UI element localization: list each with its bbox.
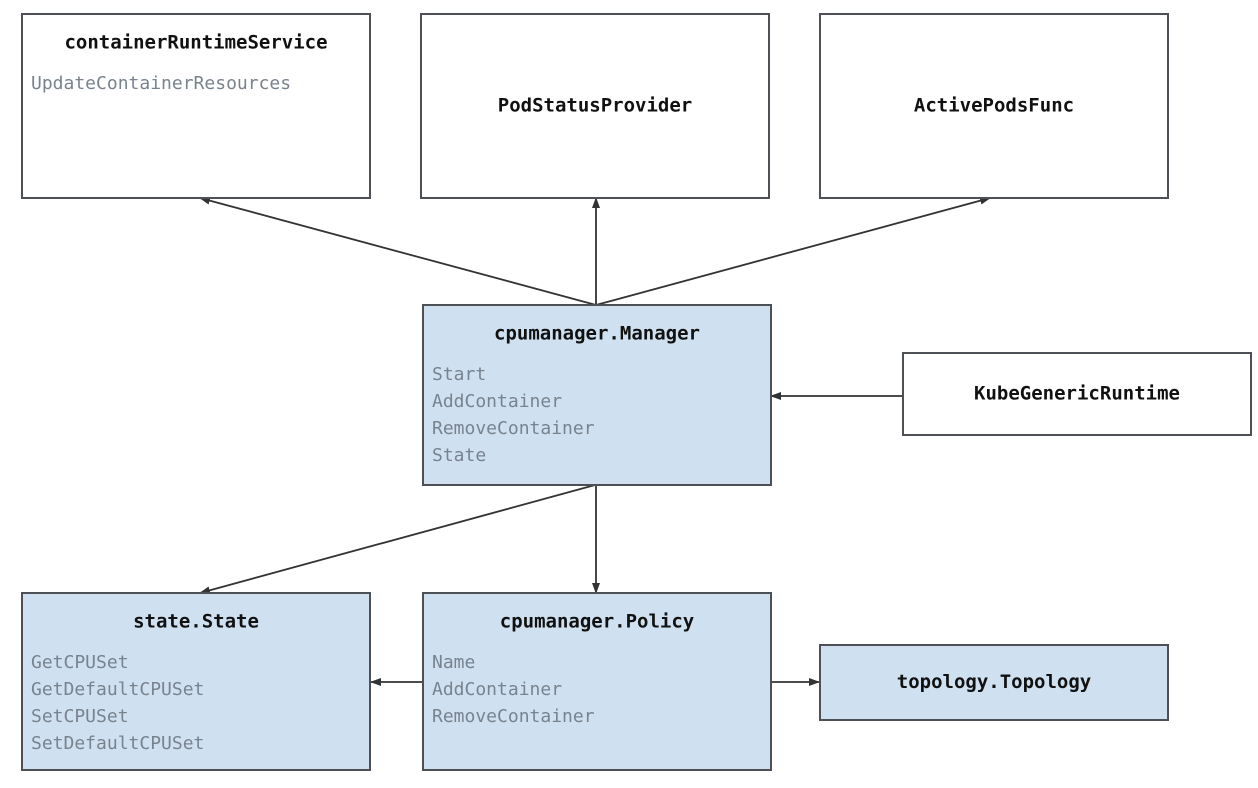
node-box-containerRuntimeService bbox=[21, 13, 371, 199]
edge-manager-to-stateState bbox=[199, 484, 596, 595]
node-method-containerRuntimeService-0: UpdateContainerResources bbox=[31, 73, 291, 94]
node-method-cpumanagerPolicy-2: RemoveContainer bbox=[432, 706, 595, 727]
node-title-kubeGenericRuntime: KubeGenericRuntime bbox=[974, 383, 1180, 405]
node-method-cpumanagerManager-0: Start bbox=[432, 364, 486, 385]
node-box-topologyTopology bbox=[819, 644, 1169, 721]
node-method-cpumanagerPolicy-0: Name bbox=[432, 652, 475, 673]
node-method-stateState-3: SetDefaultCPUSet bbox=[31, 733, 204, 754]
node-method-cpumanagerManager-3: State bbox=[432, 445, 486, 466]
node-box-kubeGenericRuntime bbox=[902, 352, 1252, 436]
node-method-cpumanagerManager-1: AddContainer bbox=[432, 391, 562, 412]
node-box-podStatusProvider bbox=[420, 13, 770, 199]
node-kubeGenericRuntime[interactable]: KubeGenericRuntime bbox=[902, 352, 1252, 436]
node-box-activePodsFunc bbox=[819, 13, 1169, 199]
node-box-cpumanagerPolicy bbox=[422, 592, 772, 771]
node-title-podStatusProvider: PodStatusProvider bbox=[498, 95, 692, 117]
node-podStatusProvider[interactable]: PodStatusProvider bbox=[420, 13, 770, 199]
node-title-topologyTopology: topology.Topology bbox=[897, 671, 1091, 693]
edge-manager-to-activePodsFunc bbox=[595, 196, 991, 306]
edges-layer bbox=[199, 196, 991, 686]
node-title-cpumanagerManager: cpumanager.Manager bbox=[494, 323, 700, 345]
node-method-cpumanagerManager-2: RemoveContainer bbox=[432, 418, 595, 439]
node-cpumanagerPolicy[interactable]: cpumanager.PolicyNameAddContainerRemoveC… bbox=[422, 592, 772, 771]
node-stateState[interactable]: state.StateGetCPUSetGetDefaultCPUSetSetC… bbox=[21, 592, 371, 771]
node-topologyTopology[interactable]: topology.Topology bbox=[819, 644, 1169, 721]
node-method-stateState-1: GetDefaultCPUSet bbox=[31, 679, 204, 700]
node-box-stateState bbox=[21, 592, 371, 771]
node-method-stateState-2: SetCPUSet bbox=[31, 706, 129, 727]
node-box-cpumanagerManager bbox=[422, 304, 772, 486]
node-method-cpumanagerPolicy-1: AddContainer bbox=[432, 679, 562, 700]
node-containerRuntimeService[interactable]: containerRuntimeServiceUpdateContainerRe… bbox=[21, 13, 371, 199]
node-method-stateState-0: GetCPUSet bbox=[31, 652, 129, 673]
edge-manager-to-containerRuntimeService bbox=[199, 196, 597, 306]
node-title-activePodsFunc: ActivePodsFunc bbox=[914, 95, 1074, 117]
node-cpumanagerManager[interactable]: cpumanager.ManagerStartAddContainerRemov… bbox=[422, 304, 772, 486]
node-activePodsFunc[interactable]: ActivePodsFunc bbox=[819, 13, 1169, 199]
nodes-layer: containerRuntimeServiceUpdateContainerRe… bbox=[21, 13, 1252, 771]
node-title-cpumanagerPolicy: cpumanager.Policy bbox=[500, 611, 694, 633]
node-title-containerRuntimeService: containerRuntimeService bbox=[64, 32, 327, 54]
node-title-stateState: state.State bbox=[133, 611, 259, 633]
